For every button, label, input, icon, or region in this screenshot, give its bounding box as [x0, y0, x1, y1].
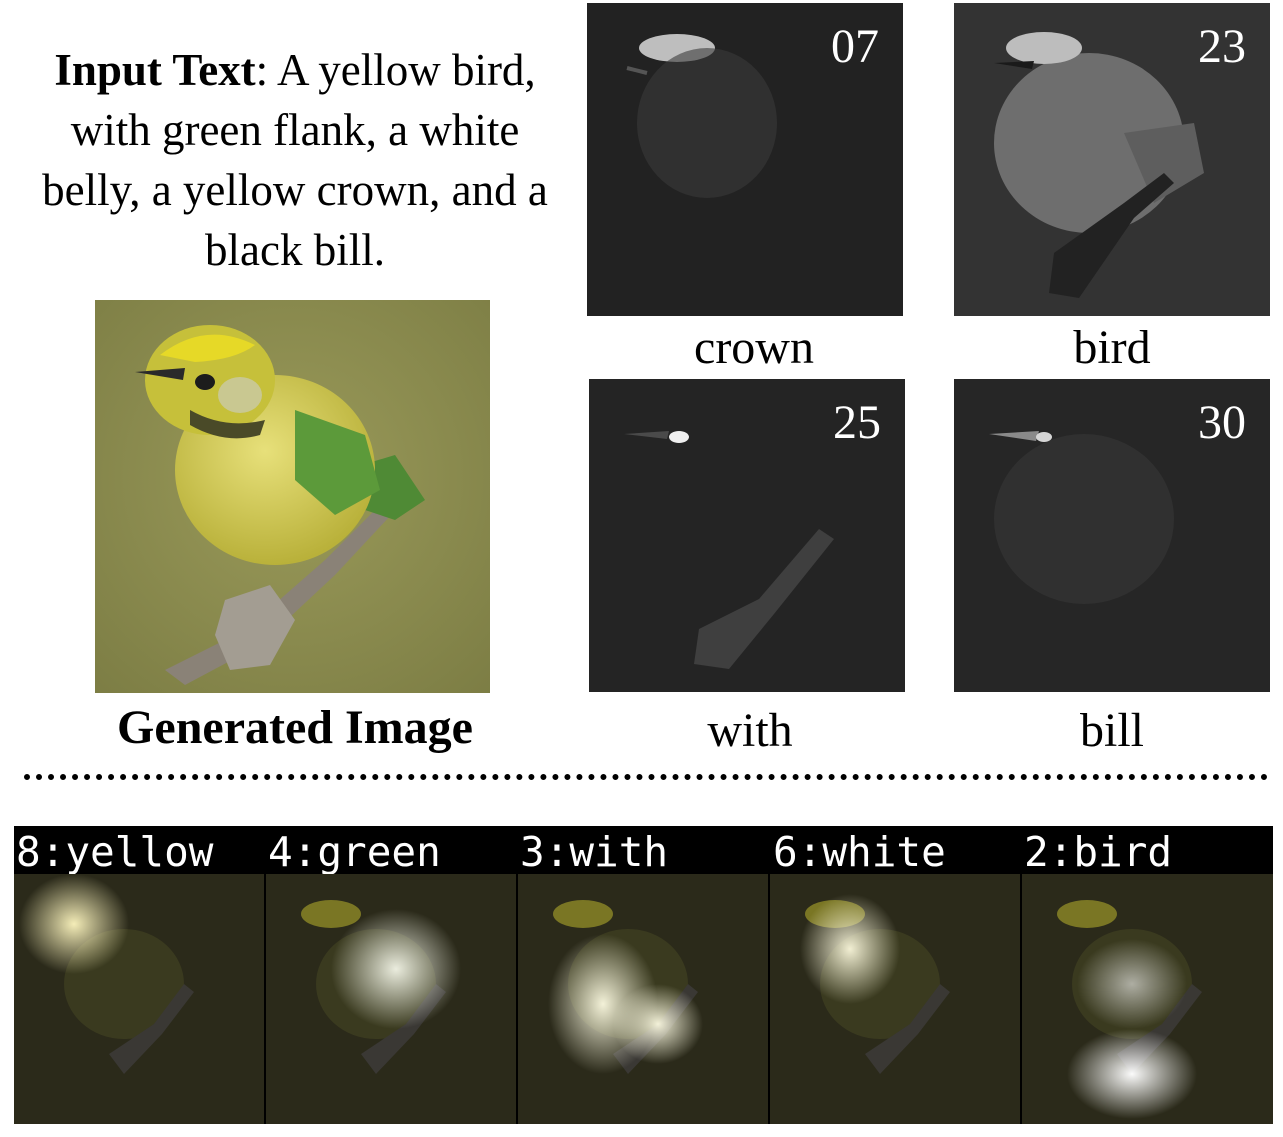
input-text-sentence: A yellow bird, with green flank, a white… [42, 45, 548, 275]
panel-divider [768, 874, 770, 1124]
attention-token: 6:white [773, 828, 946, 876]
attention-map-white [770, 874, 1020, 1124]
channel-number: 07 [831, 20, 879, 73]
channel-map-bird: 23 [954, 3, 1270, 316]
attention-strip: 8:yellow 4:green 3:with 6:white 2:bird [14, 826, 1273, 1124]
channel-map-with: 25 [589, 379, 905, 692]
attention-map-with [518, 874, 768, 1124]
channel-word-with: with [707, 704, 793, 757]
panel-divider [1020, 874, 1022, 1124]
channel-word-bird: bird [1073, 321, 1151, 374]
generated-image-caption: Generated Image [117, 701, 473, 754]
input-text-label: Input Text [54, 45, 256, 95]
panel-divider [516, 874, 518, 1124]
channel-number: 23 [1198, 20, 1246, 73]
channel-number: 25 [833, 396, 881, 449]
channel-number: 30 [1198, 396, 1246, 449]
dotted-divider [24, 774, 1268, 780]
attention-map-bird [1022, 874, 1273, 1124]
channel-map-crown: 07 [587, 3, 903, 316]
channel-map-bill: 30 [954, 379, 1270, 692]
input-text-separator: : [255, 45, 277, 95]
generated-image [95, 300, 490, 693]
channel-word-bill: bill [1079, 704, 1144, 757]
attention-token: 4:green [268, 828, 441, 876]
attention-map-green [266, 874, 516, 1124]
panel-divider [264, 874, 266, 1124]
attention-token: 8:yellow [16, 828, 214, 876]
attention-map-yellow [14, 874, 264, 1124]
channel-word-crown: crown [694, 321, 814, 374]
attention-token-bar [14, 826, 1273, 874]
input-text-block: Input Text: A yellow bird, with green fl… [40, 40, 550, 280]
attention-token: 2:bird [1024, 828, 1173, 876]
attention-token: 3:with [520, 828, 669, 876]
